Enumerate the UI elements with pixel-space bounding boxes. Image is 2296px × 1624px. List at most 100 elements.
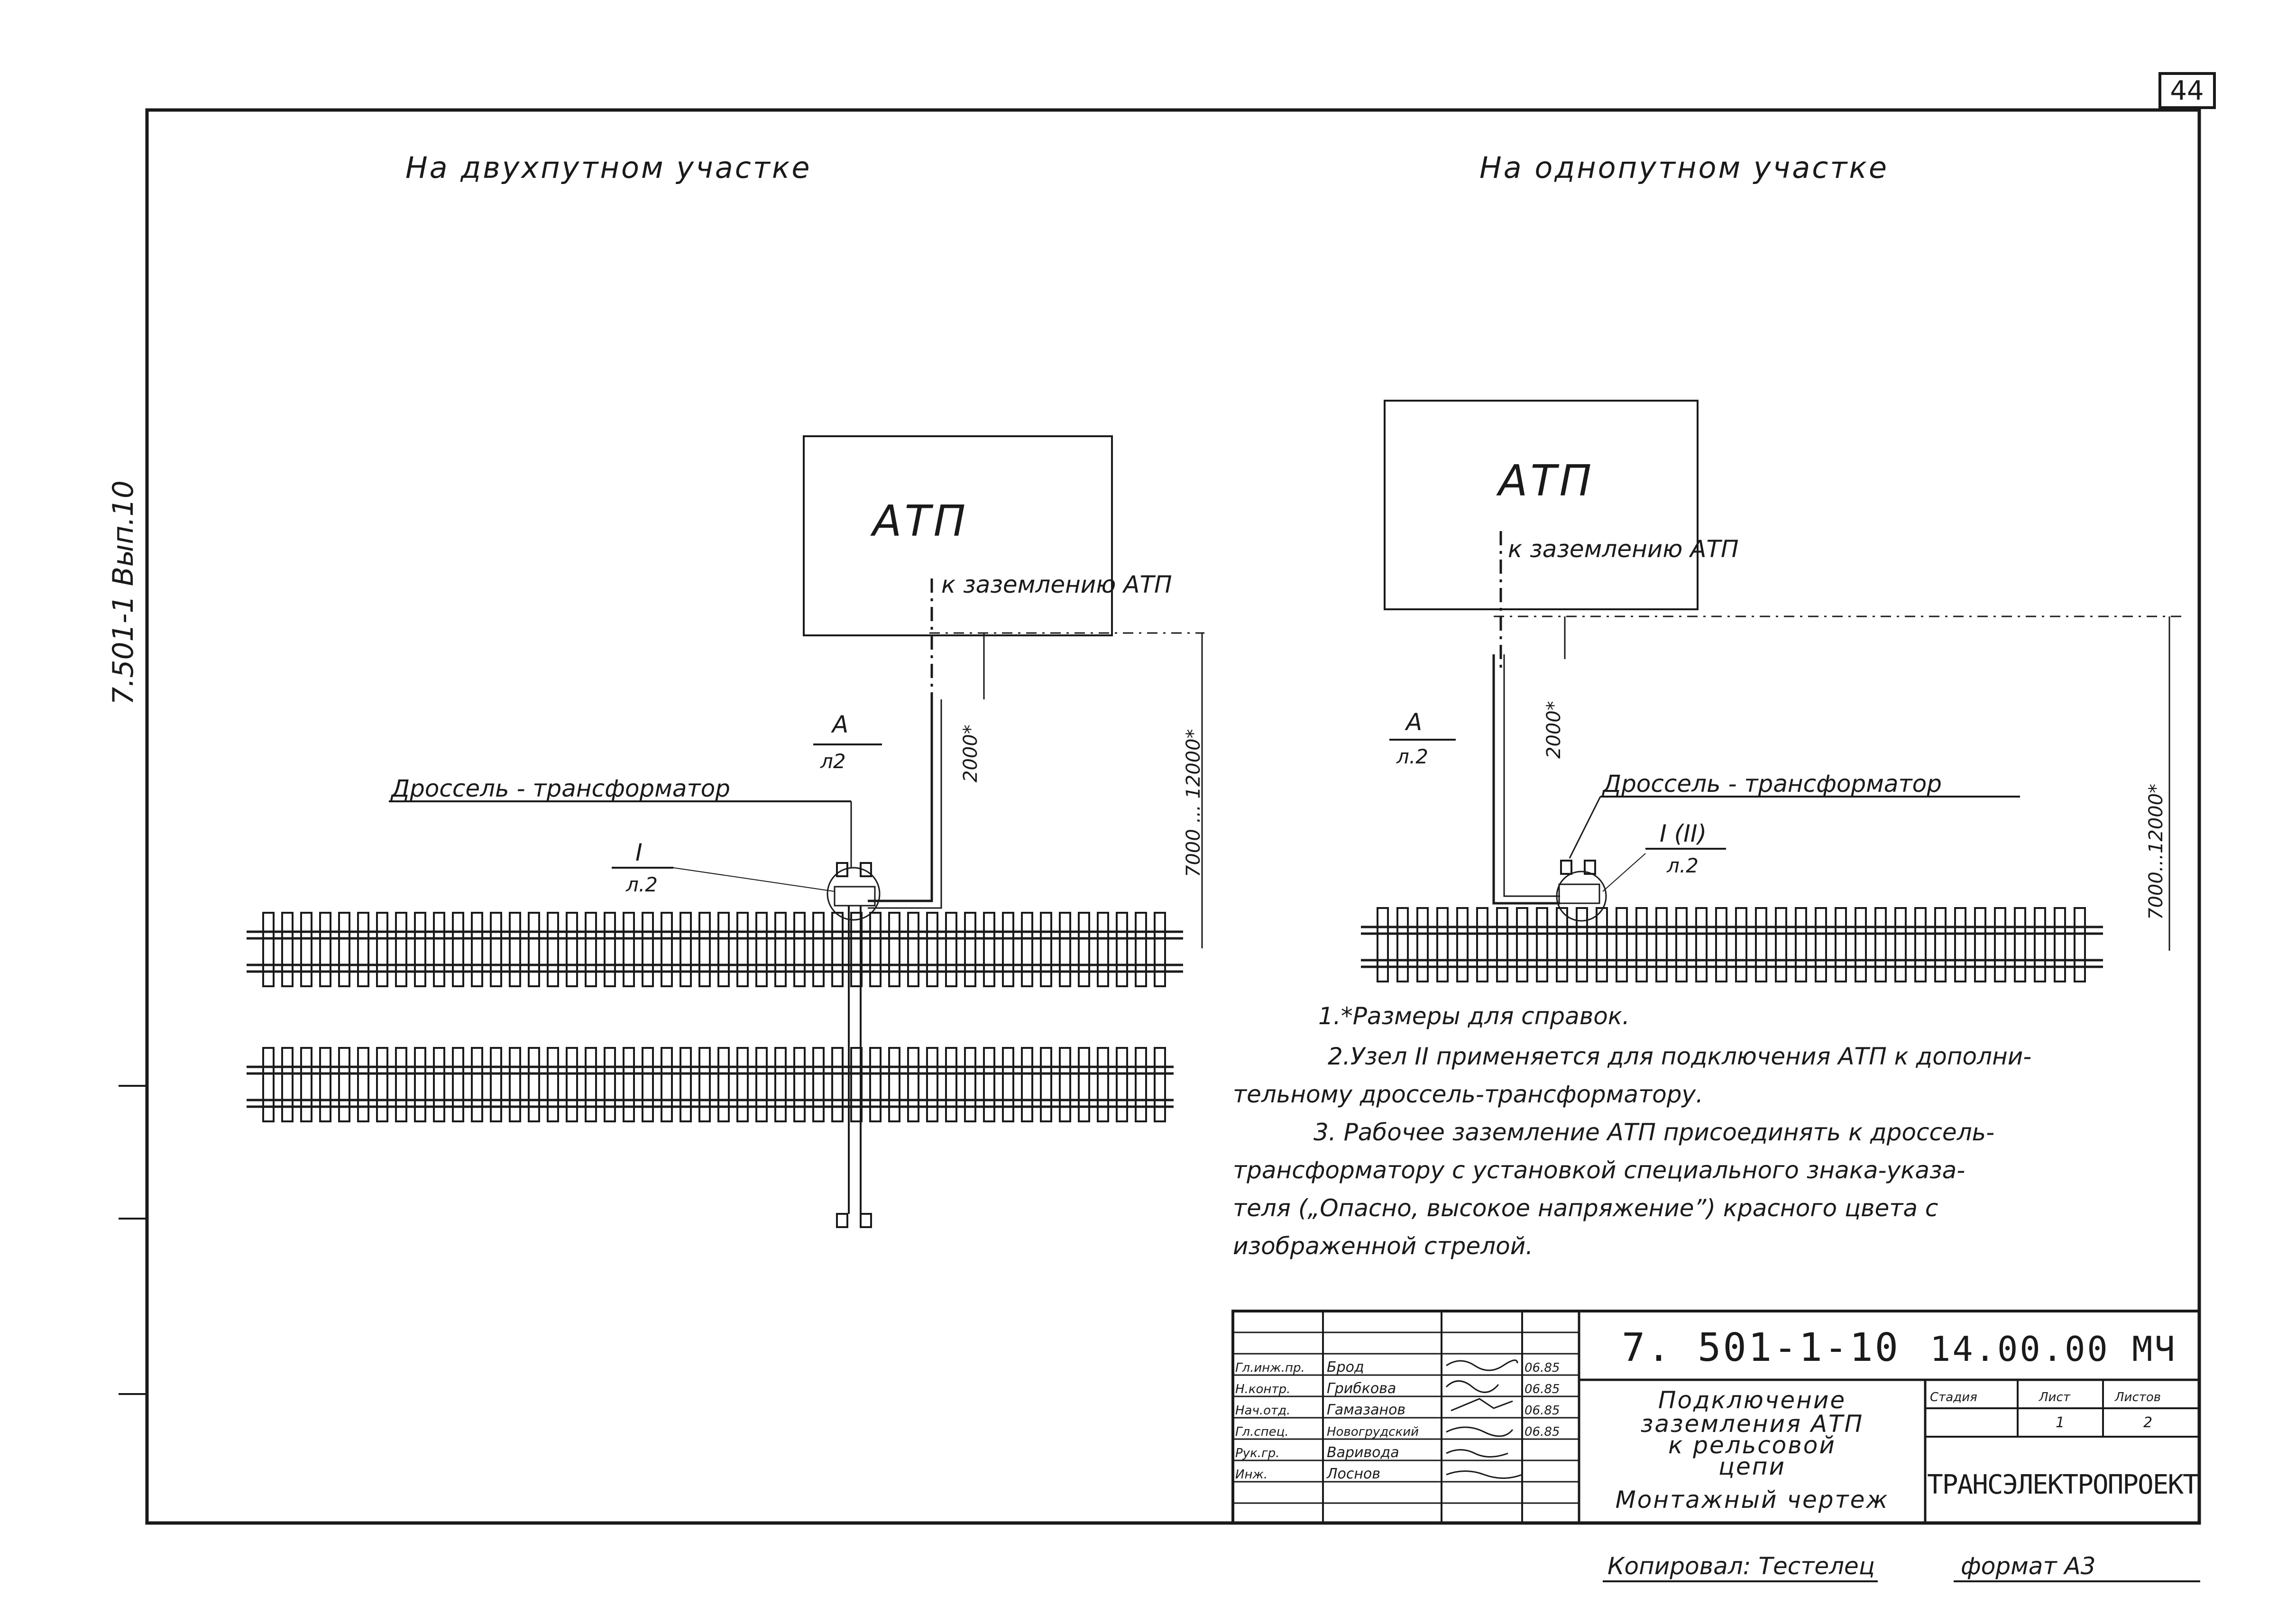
right-grounding-label: к заземлению АТП	[1508, 535, 1739, 563]
left-node-sheet: л.2	[625, 873, 658, 896]
track-sleeper	[812, 1047, 825, 1122]
track-sleeper	[262, 1047, 275, 1122]
track-sleeper	[1135, 1047, 1147, 1122]
left-panel: На двухпутном участке АТП к заземлению А…	[247, 150, 1204, 1228]
track-sleeper	[1496, 907, 1508, 982]
tb-title-line-1: Подключение	[1658, 1386, 1846, 1414]
track-sleeper	[1795, 907, 1807, 982]
left-atp-box	[803, 435, 1113, 636]
tb-name-6: Лоснов	[1326, 1466, 1380, 1482]
tb-name-4: Новогрудский	[1327, 1425, 1419, 1439]
tb-date-3: 06.85	[1525, 1404, 1560, 1418]
track-sleeper	[642, 912, 654, 987]
track-sleeper	[945, 1047, 957, 1122]
track-sleeper	[414, 1047, 426, 1122]
track-sleeper	[1097, 1047, 1109, 1122]
track-sleeper	[281, 912, 294, 987]
right-track	[1361, 907, 2103, 982]
track-sleeper	[2054, 907, 2066, 982]
track-sleeper	[1874, 907, 1887, 982]
track-sleeper	[1675, 907, 1688, 982]
track-sleeper	[1954, 907, 1966, 982]
left-atp-label: АТП	[870, 496, 968, 546]
track-sleeper	[414, 912, 426, 987]
track-sleeper	[888, 912, 900, 987]
right-choke-transformer	[1558, 860, 1600, 904]
track-sleeper	[1635, 907, 1648, 982]
track-sleeper	[471, 1047, 483, 1122]
track-sleeper	[566, 912, 578, 987]
tb-role-3: Нач.отд.	[1235, 1404, 1290, 1418]
track-sleeper	[1974, 907, 1986, 982]
track-sleeper	[1116, 1047, 1128, 1122]
track-sleeper	[1154, 912, 1166, 987]
tb-role-2: Н.контр.	[1235, 1382, 1290, 1396]
track-sleeper	[547, 1047, 559, 1122]
track-sleeper	[528, 912, 540, 987]
track-sleeper	[1934, 907, 1947, 982]
track-sleeper	[850, 1047, 863, 1122]
tb-sheet-value: 1	[2056, 1414, 2065, 1431]
track-sleeper	[1815, 907, 1827, 982]
track-sleeper	[983, 1047, 995, 1122]
track-sleeper	[1735, 907, 1747, 982]
track-sleeper	[1775, 907, 1787, 982]
title-block: Гл.инж.пр. Н.контр. Нач.отд. Гл.спец. Ру…	[1231, 1310, 2201, 1524]
track-sleeper	[1835, 907, 1847, 982]
left-grounding-label: к заземлению АТП	[941, 571, 1172, 598]
track-sleeper	[680, 912, 692, 987]
track-sleeper	[698, 1047, 711, 1122]
right-atp-label: АТП	[1496, 456, 1594, 506]
track-sleeper	[2034, 907, 2046, 982]
track-sleeper	[338, 1047, 350, 1122]
track-sleeper	[319, 1047, 331, 1122]
left-dim-short: 2000*	[960, 725, 982, 782]
track-sleeper	[812, 912, 825, 987]
track-sleeper	[1556, 907, 1568, 982]
track-sleeper	[661, 1047, 673, 1122]
track-sleeper	[452, 912, 464, 987]
track-sleeper	[433, 912, 445, 987]
tb-role-6: Инж.	[1235, 1468, 1267, 1482]
track-sleeper	[1476, 907, 1488, 982]
right-node-sheet: л.2	[1666, 854, 1699, 877]
track-sleeper	[490, 1047, 502, 1122]
track-sleeper	[1596, 907, 1608, 982]
right-choke-label: Дроссель - трансформатор	[1602, 770, 1942, 798]
track-sleeper	[1154, 1047, 1166, 1122]
note-line-7: изображенной стрелой.	[1233, 1232, 1533, 1260]
track-sleeper	[831, 1047, 844, 1122]
track-sleeper	[774, 1047, 787, 1122]
track-sleeper	[2014, 907, 2026, 982]
track-sleeper	[1078, 1047, 1090, 1122]
copied-by: Копировал: Тестелец	[1607, 1552, 1875, 1580]
track-sleeper	[1536, 907, 1548, 982]
track-sleeper	[1116, 912, 1128, 987]
tb-title-line-3: к рельсовой	[1668, 1431, 1836, 1459]
track-sleeper	[338, 912, 350, 987]
note-line-5: трансформатору с установкой специального…	[1233, 1156, 1965, 1184]
track-sleeper	[1516, 907, 1528, 982]
track-sleeper	[964, 1047, 976, 1122]
tb-name-3: Гамазанов	[1327, 1402, 1405, 1418]
tb-name-1: Брод	[1327, 1359, 1364, 1376]
page-number: 44	[2170, 75, 2204, 106]
track-sleeper	[888, 1047, 900, 1122]
track-sleeper	[680, 1047, 692, 1122]
track-sleeper	[1059, 912, 1071, 987]
left-heading: На двухпутном участке	[405, 150, 812, 185]
track-sleeper	[1040, 912, 1052, 987]
track-sleeper	[793, 912, 806, 987]
tb-stage-header: Стадия	[1930, 1390, 1977, 1404]
track-sleeper	[2074, 907, 2086, 982]
left-track-upper	[247, 912, 1183, 987]
track-sleeper	[1755, 907, 1767, 982]
track-sleeper	[319, 912, 331, 987]
track-sleeper	[357, 912, 369, 987]
track-sleeper	[604, 1047, 616, 1122]
tb-doc-code: 7. 501-1-10	[1622, 1325, 1900, 1370]
tb-sheet-header: Лист	[2039, 1390, 2071, 1404]
track-sleeper	[623, 912, 635, 987]
right-section-sheet: л.2	[1396, 745, 1428, 768]
